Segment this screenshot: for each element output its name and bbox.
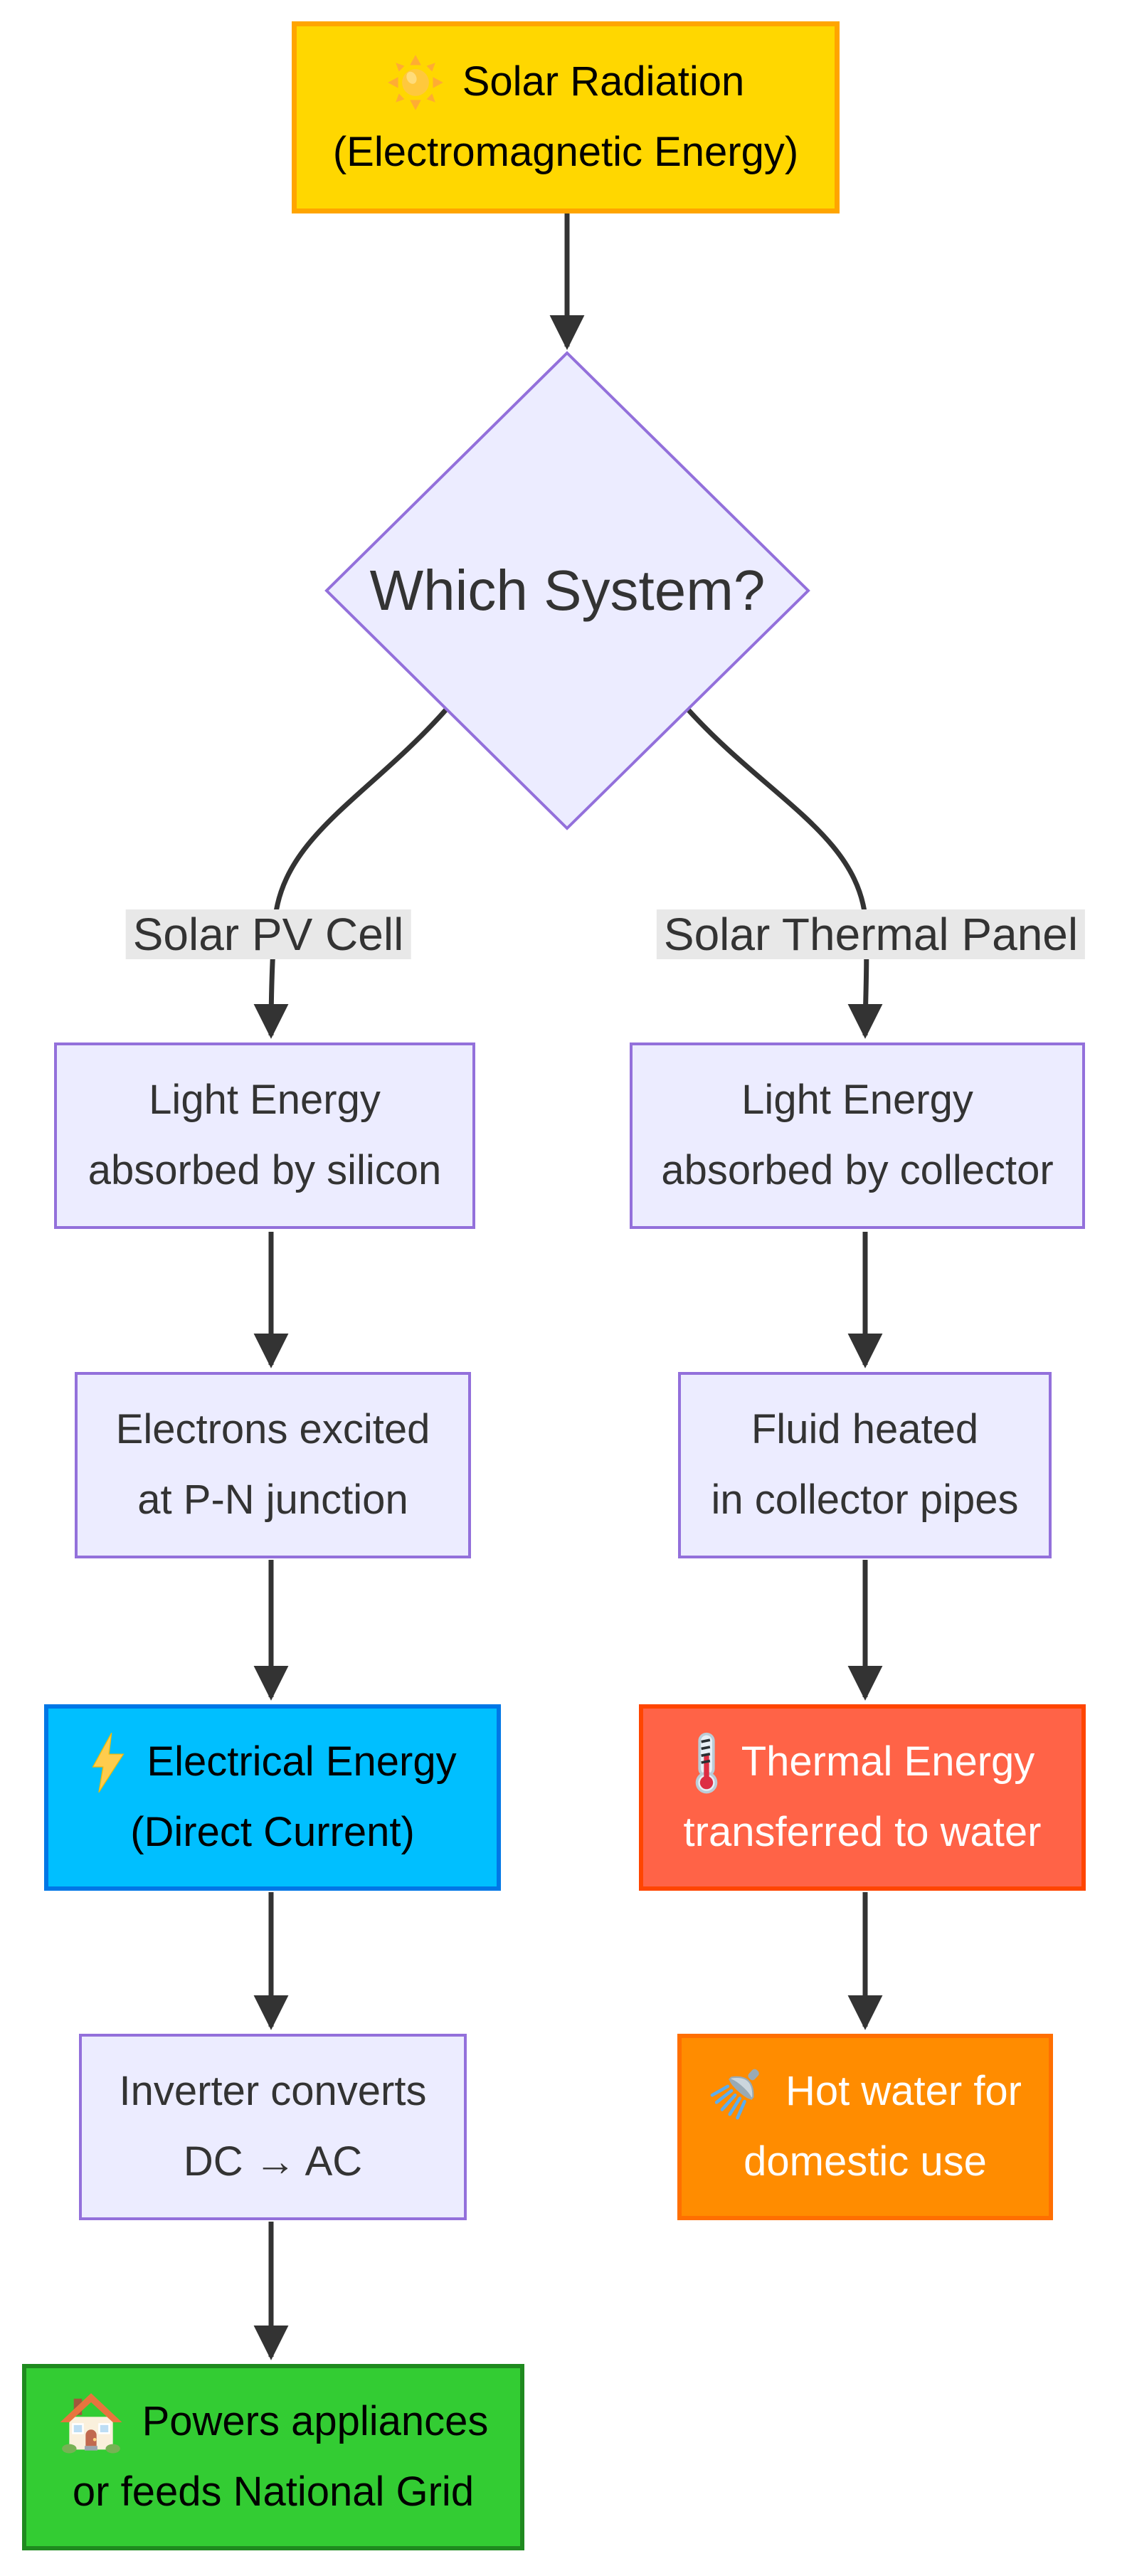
edge-decision-to-pv	[253, 707, 449, 1039]
house-icon	[58, 2390, 124, 2455]
node-solar-radiation-line1: Solar Radiation	[462, 58, 745, 105]
lightning-icon	[88, 1732, 128, 1793]
node-thermal-absorb: Light Energy absorbed by collector	[630, 1042, 1085, 1229]
node-electrons-line2: at P-N junction	[137, 1477, 408, 1523]
node-grid: Powers appliances or feeds National Grid	[22, 2364, 524, 2550]
node-thermal-energy-line2: transferred to water	[683, 1809, 1042, 1855]
node-pv-absorb-line1: Light Energy	[149, 1077, 381, 1124]
node-which-system-label: Which System?	[369, 559, 766, 622]
node-grid-line2: or feeds National Grid	[72, 2469, 475, 2515]
node-solar-radiation: Solar Radiation (Electromagnetic Energy)	[292, 21, 840, 213]
thermometer-icon	[690, 1731, 723, 1794]
node-thermal-energy: Thermal Energy transferred to water	[639, 1704, 1086, 1891]
node-pv-absorb-line2: absorbed by silicon	[88, 1147, 442, 1193]
node-fluid-line1: Fluid heated	[751, 1406, 979, 1453]
node-hot-water: Hot water for domestic use	[677, 2034, 1053, 2220]
edge-decision-to-thermal	[685, 707, 883, 1039]
sun-icon	[387, 54, 444, 111]
edge-label-solar-thermal-panel: Solar Thermal Panel	[656, 909, 1086, 959]
node-inverter: Inverter converts DC → AC	[79, 2034, 467, 2220]
node-inverter-line1: Inverter converts	[119, 2068, 427, 2115]
node-electrical-energy-line2: (Direct Current)	[130, 1809, 415, 1855]
node-electrons-line1: Electrons excited	[115, 1406, 430, 1453]
node-fluid-line2: in collector pipes	[711, 1477, 1019, 1523]
node-thermal-absorb-line1: Light Energy	[741, 1077, 973, 1124]
node-electrons: Electrons excited at P-N junction	[75, 1372, 471, 1558]
node-thermal-energy-line1: Thermal Energy	[741, 1738, 1035, 1785]
shower-icon	[709, 2063, 767, 2121]
node-electrical-energy: Electrical Energy (Direct Current)	[44, 1704, 501, 1891]
decision-diamond-shape	[324, 351, 810, 830]
node-electrical-energy-line1: Electrical Energy	[147, 1738, 457, 1785]
node-hot-water-line2: domestic use	[744, 2138, 987, 2185]
edge-label-solar-pv-cell: Solar PV Cell	[125, 909, 411, 959]
node-grid-line1: Powers appliances	[142, 2398, 489, 2445]
node-hot-water-line1: Hot water for	[785, 2068, 1022, 2115]
node-solar-radiation-line2: (Electromagnetic Energy)	[332, 129, 799, 175]
node-fluid: Fluid heated in collector pipes	[678, 1372, 1052, 1558]
node-pv-absorb: Light Energy absorbed by silicon	[54, 1042, 475, 1229]
node-which-system: Which System?	[324, 350, 811, 831]
node-thermal-absorb-line2: absorbed by collector	[661, 1147, 1054, 1193]
node-inverter-line2: DC → AC	[183, 2138, 363, 2185]
